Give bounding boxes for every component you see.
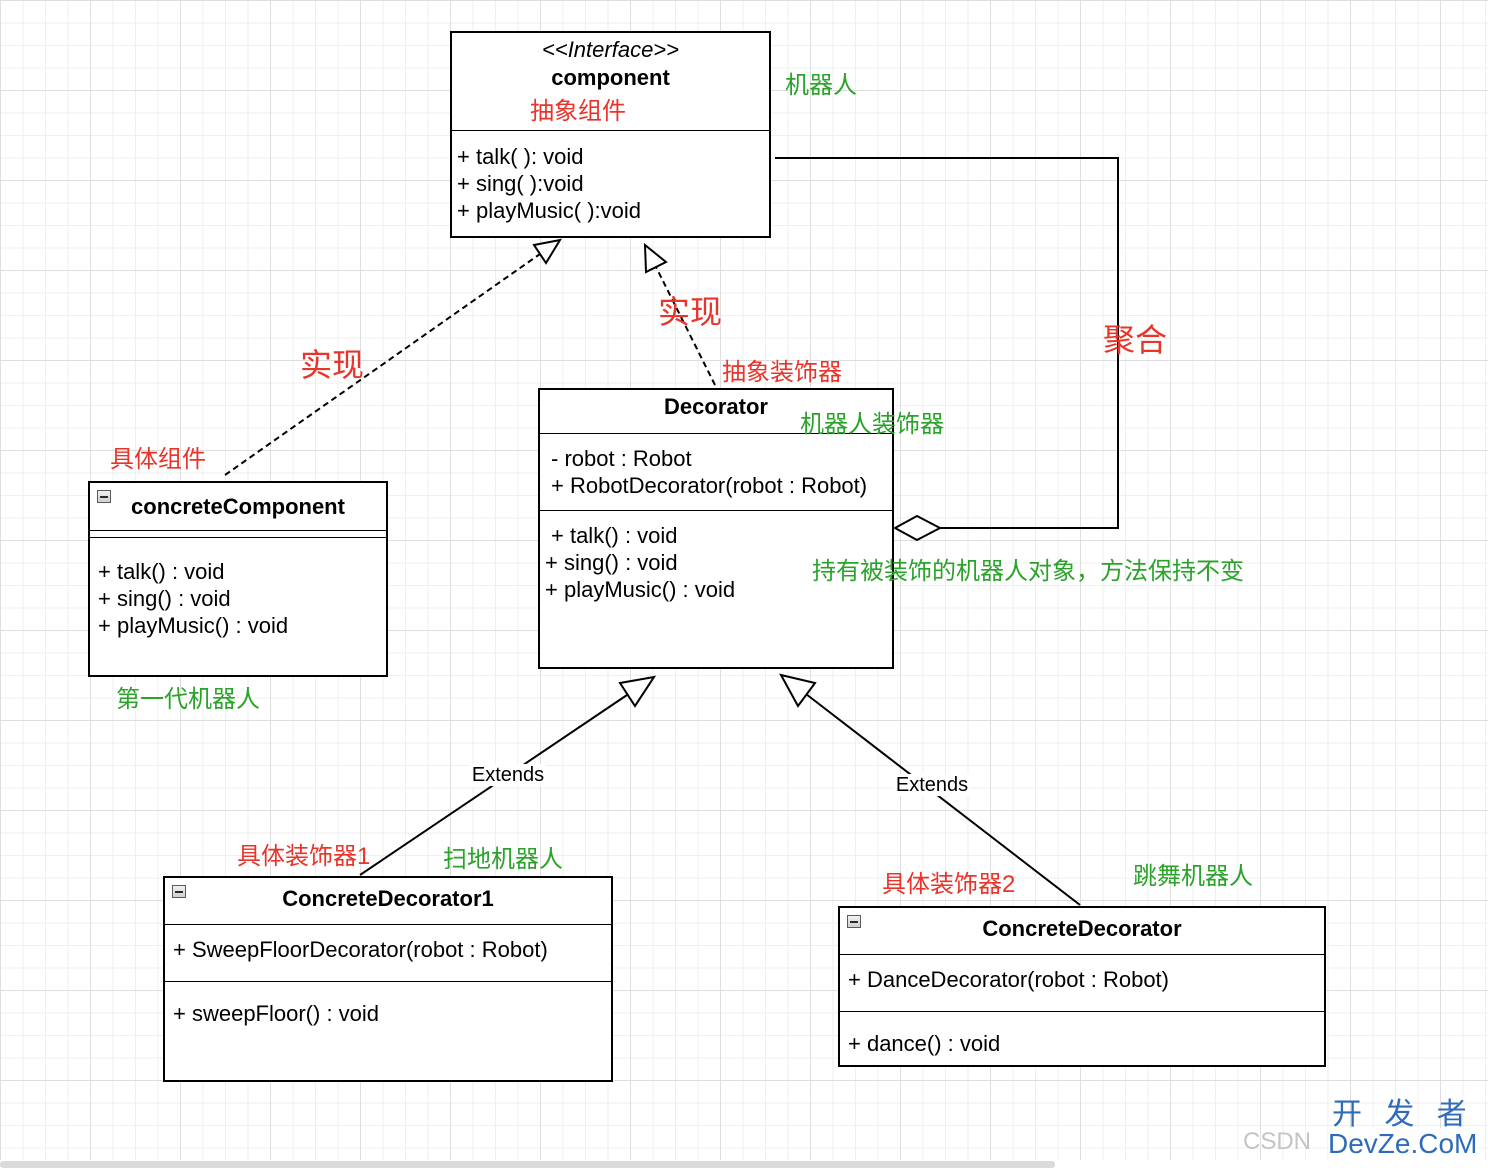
constructor-row: + DanceDecorator(robot : Robot) [848,966,1169,992]
method-row: + sing() : void [545,549,678,575]
method-row: + talk() : void [551,522,678,548]
annotation-abstract-decorator: 抽象装饰器 [722,359,842,386]
realization-edge-decorator[interactable] [655,266,716,386]
annotation-concrete-decorator-1: 具体装饰器1 [237,843,371,870]
collapse-icon[interactable] [97,490,111,503]
class-name: ConcreteDecorator1 [282,886,494,911]
annotation-concrete-decorator-2: 具体装饰器2 [882,871,1016,898]
method-list: + talk() : void + sing() : void + playMu… [98,558,288,639]
class-concrete-component[interactable]: concreteComponent + talk() : void + sing… [88,481,388,677]
compartment-divider [165,981,611,982]
annotation-realize-left: 实现 [300,347,365,383]
attribute-list: - robot : Robot + RobotDecorator(robot :… [551,445,867,499]
method-row: + playMusic() : void [98,612,289,638]
aggregation-edge[interactable] [775,157,1119,529]
horizontal-scrollbar[interactable] [0,1161,1055,1168]
constructor-row: + RobotDecorator(robot : Robot) [551,472,868,498]
watermark-logo-cn: 开 发 者 [1332,1098,1474,1131]
method-list: + talk() : void + sing() : void + playMu… [545,522,735,603]
extends-label-left: Extends [469,764,547,786]
aggregation-diamond [892,514,943,542]
realization-edge-concrete-component[interactable] [224,253,541,476]
annotation-abstract-component: 抽象组件 [530,98,626,125]
generalization-arrowhead-right [779,673,817,708]
annotation-robot-decorator: 机器人装饰器 [800,411,944,438]
compartment-divider [540,510,892,511]
compartment-divider [540,433,892,434]
method-row: + talk( ): void [457,143,584,169]
method-list: + talk( ): void + sing( ):void + playMus… [457,143,641,224]
annotation-realize-right: 实现 [658,294,723,330]
annotation-holds-note: 持有被装饰的机器人对象，方法保持不变 [812,558,1244,585]
realization-arrowhead-right [643,242,668,274]
method-row: + playMusic( ):void [457,197,642,223]
annotation-concrete-component: 具体组件 [110,446,206,473]
class-name: concreteComponent [131,494,345,519]
class-concrete-decorator-1[interactable]: ConcreteDecorator1 + SweepFloorDecorator… [163,876,613,1082]
realization-arrowhead-left [532,238,563,265]
class-name: Decorator [664,394,768,419]
method-row: + dance() : void [848,1030,1001,1056]
extends-label-right: Extends [893,774,971,796]
compartment-divider [90,537,386,538]
watermark-logo-en: DevZe.CoM [1328,1128,1478,1160]
watermark-logo: 开 发 者 DevZe.CoM [1326,1098,1484,1162]
compartment-divider [840,954,1324,955]
method-row: + sing( ):void [457,170,584,196]
method-row: + sing() : void [98,585,231,611]
annotation-first-gen-robot: 第一代机器人 [116,686,260,713]
extends-edge-decorator-2[interactable] [805,693,1081,906]
generalization-arrowhead-left [618,675,657,708]
constructor-list: + DanceDecorator(robot : Robot) [848,966,1169,993]
class-name: component [551,65,670,90]
annotation-sweep-robot: 扫地机器人 [443,846,563,873]
method-list: + sweepFloor() : void [173,1000,379,1027]
class-concrete-decorator-2[interactable]: ConcreteDecorator + DanceDecorator(robot… [838,906,1326,1067]
abstract-class-decorator[interactable]: Decorator - robot : Robot + RobotDecorat… [538,388,894,669]
method-row: + sweepFloor() : void [173,1000,380,1026]
constructor-list: + SweepFloorDecorator(robot : Robot) [173,936,548,963]
constructor-row: + SweepFloorDecorator(robot : Robot) [173,936,548,962]
interface-class-component[interactable]: <<Interface>> component + talk( ): void … [450,31,771,238]
class-name: ConcreteDecorator [982,916,1182,941]
method-row: + talk() : void [98,558,225,584]
method-row: + playMusic() : void [545,576,736,602]
annotation-aggregation: 聚合 [1103,322,1168,358]
annotation-dance-robot: 跳舞机器人 [1133,863,1253,890]
collapse-icon[interactable] [847,915,861,928]
compartment-divider [90,530,386,531]
compartment-divider [452,130,769,131]
attribute-row: - robot : Robot [551,445,692,471]
watermark-csdn: CSDN [1243,1128,1312,1155]
stereotype-label: <<Interface>> [542,37,679,62]
collapse-icon[interactable] [172,885,186,898]
compartment-divider [165,924,611,925]
compartment-divider [840,1011,1324,1012]
method-list: + dance() : void [848,1030,1000,1057]
annotation-robot: 机器人 [785,72,857,99]
